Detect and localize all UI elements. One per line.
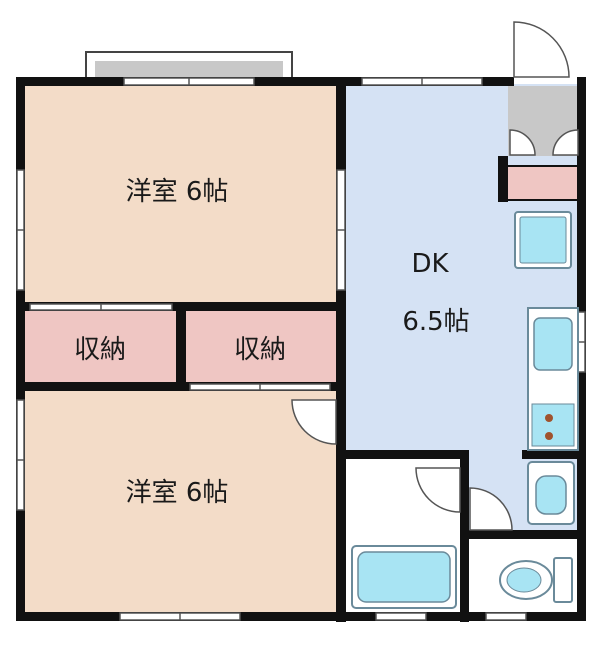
kitchen-counter	[527, 307, 579, 451]
western-room-bottom-fill	[25, 390, 342, 612]
door-swing-icon	[291, 21, 579, 531]
balcony-rail	[95, 61, 283, 77]
refrigerator-icon	[514, 211, 572, 269]
shoe-rack	[504, 165, 579, 201]
bathtub-icon	[351, 545, 457, 609]
sliding-door	[29, 303, 331, 391]
storage-left-fill	[25, 311, 180, 383]
toilet-icon	[499, 557, 573, 603]
washbasin-icon	[527, 461, 575, 525]
stove-burner-icon	[545, 414, 553, 422]
kitchen-sink-icon	[533, 317, 573, 371]
storage-right-fill	[184, 311, 342, 383]
western-room-top-fill	[25, 84, 342, 304]
stove-burner-icon	[545, 432, 553, 440]
